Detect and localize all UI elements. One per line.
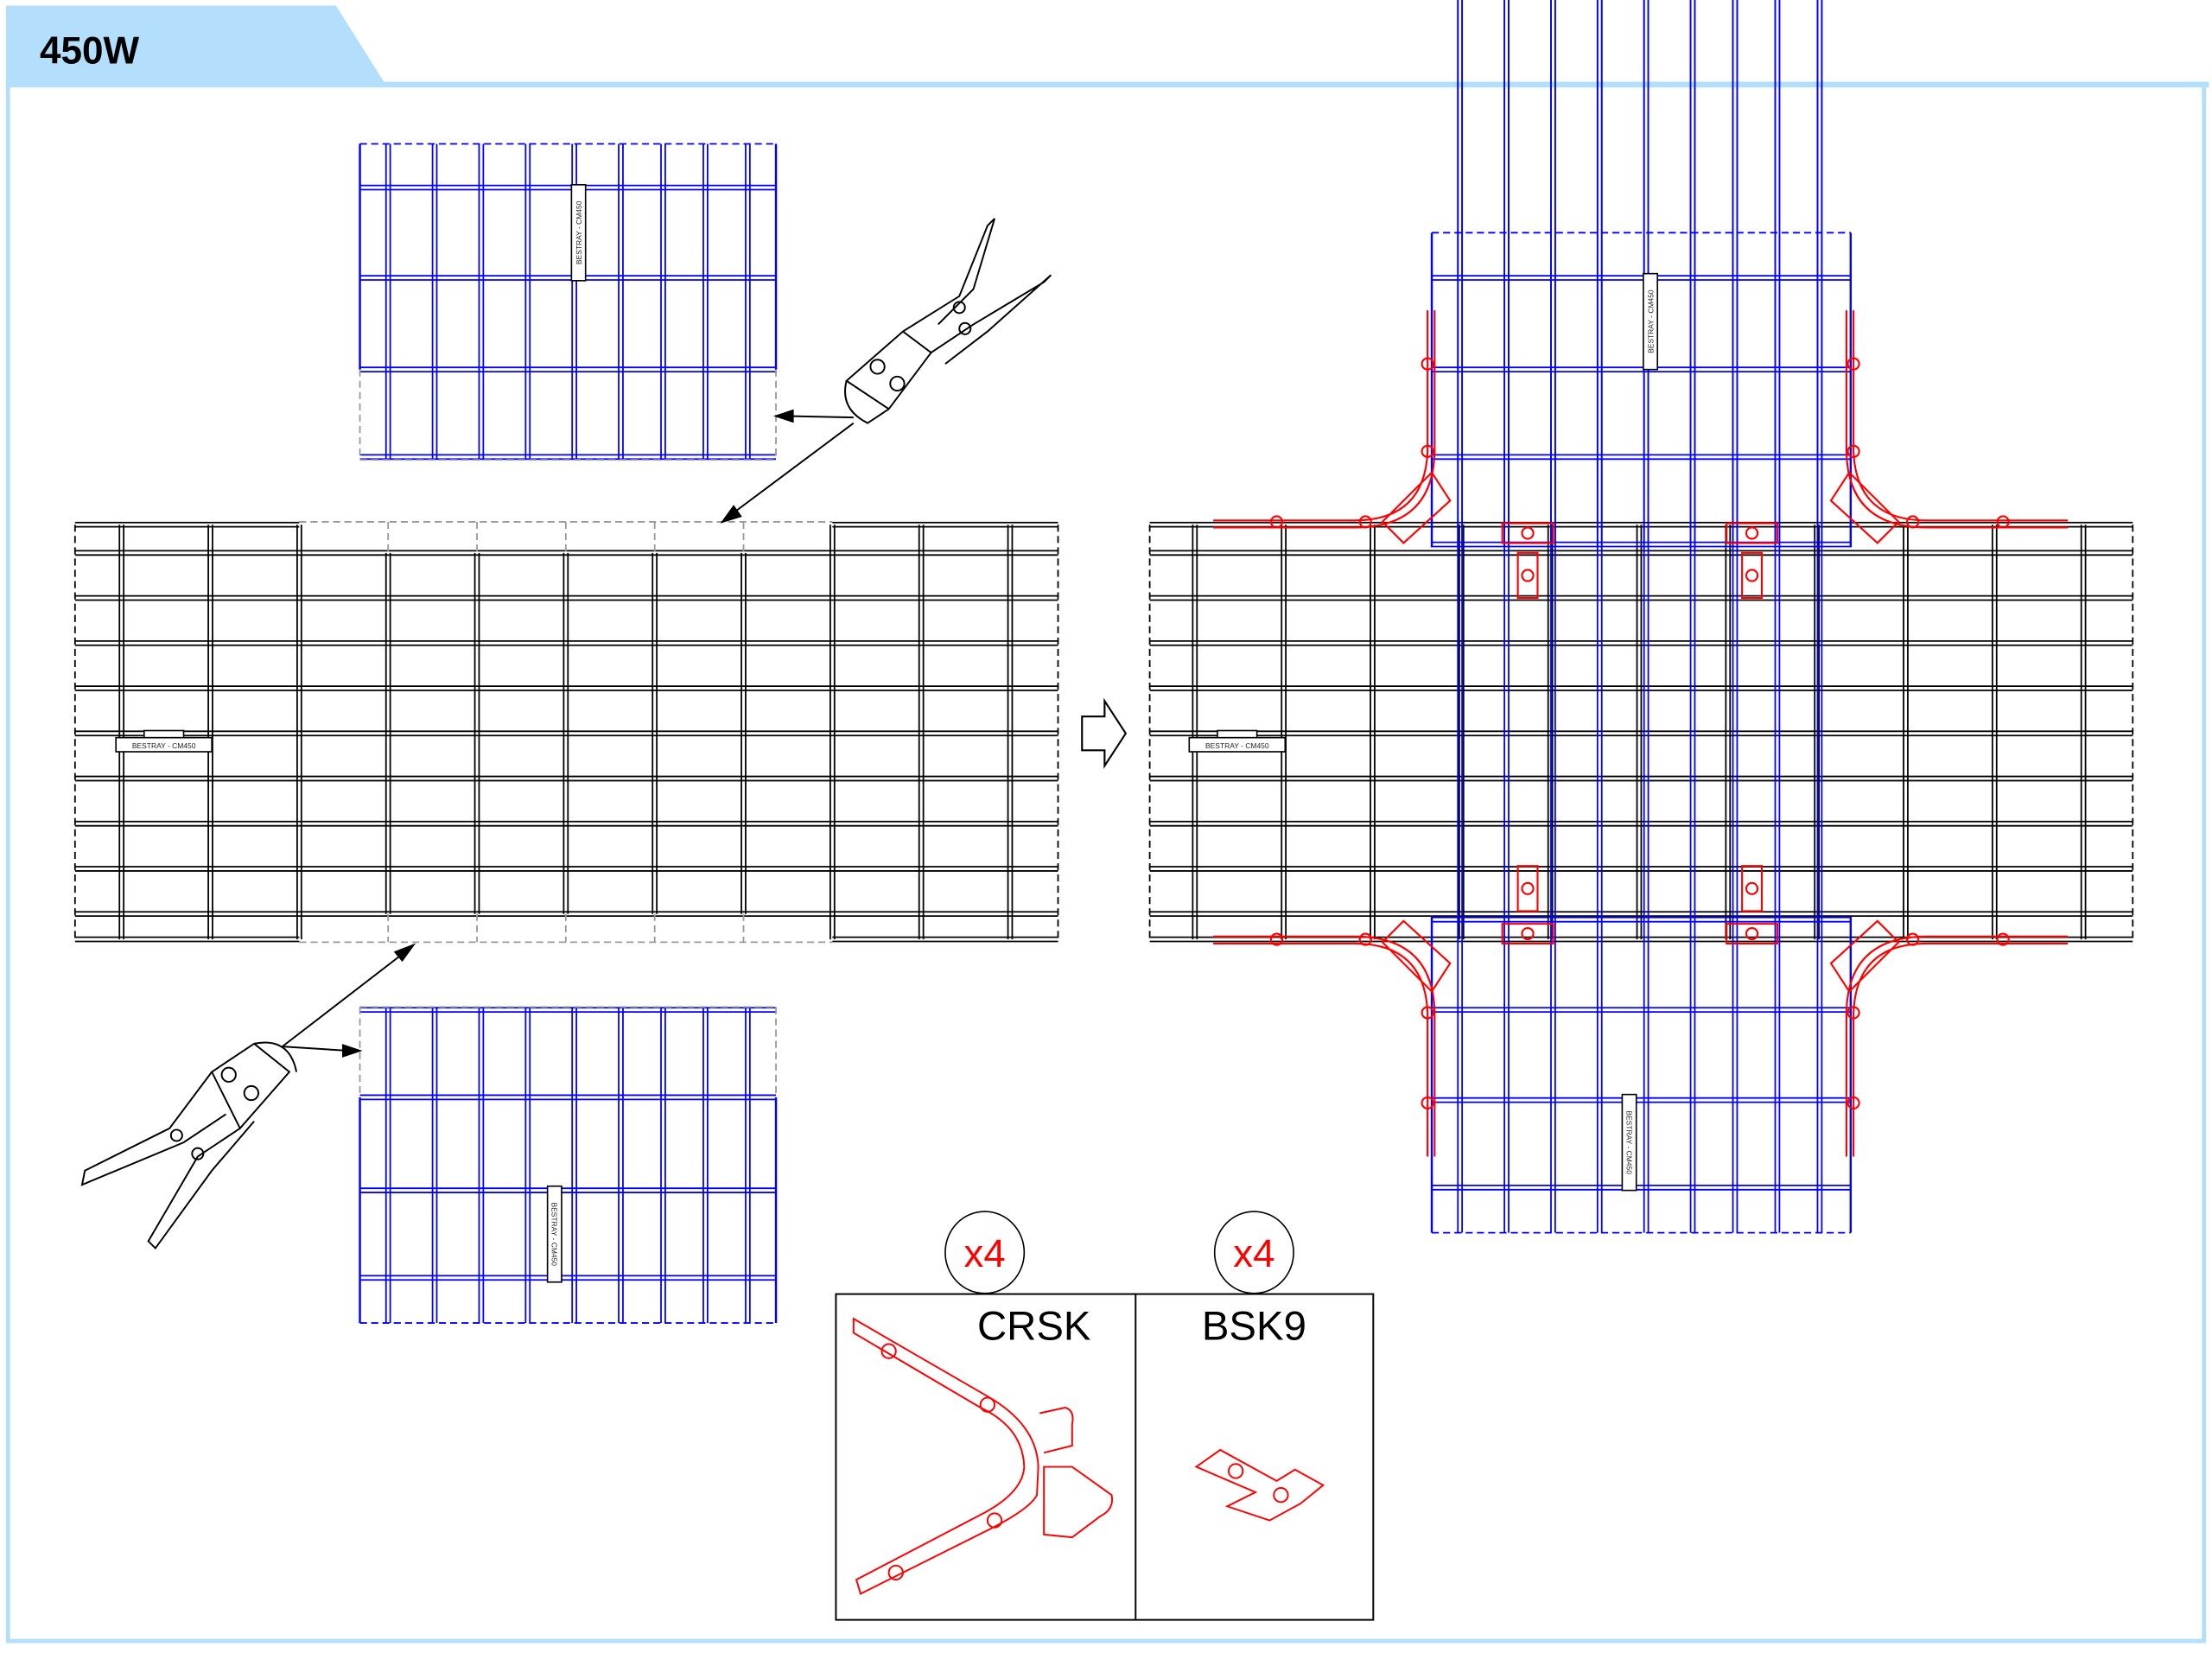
right-arrow-icon xyxy=(1081,697,1128,769)
right-tray-cross-assembled xyxy=(1148,521,2134,943)
svg-text:BESTRAY - CM450: BESTRAY - CM450 xyxy=(1646,289,1655,353)
top-cut-piece xyxy=(359,143,778,461)
fittings xyxy=(1213,310,2069,1157)
bsk9-clip xyxy=(1501,522,1554,544)
tray-label-right-top: BESTRAY - CM450 xyxy=(1643,272,1659,371)
crsk-bolt xyxy=(1996,515,2010,529)
crsk-bolt xyxy=(1269,932,1284,946)
crsk-bolt xyxy=(1421,357,1434,371)
crsk-bolt xyxy=(1269,515,1284,529)
tray-label-bottom-piece: BESTRAY - CM450 xyxy=(546,1185,563,1283)
bsk9-quantity: x4 xyxy=(1233,1231,1274,1275)
tray-label-right: BESTRAY - CM450 xyxy=(1188,729,1287,753)
svg-text:BESTRAY - CM450: BESTRAY - CM450 xyxy=(1624,1110,1633,1174)
bsk9-label: BSK9 xyxy=(1202,1304,1306,1350)
quantity-circle xyxy=(944,1211,1026,1294)
crsk-bolt xyxy=(1906,515,1920,529)
bsk9-fitting-icon xyxy=(1194,1448,1325,1522)
header-tab xyxy=(5,5,2209,88)
bsk9-clip xyxy=(1516,551,1539,600)
diagram-frame xyxy=(5,81,2207,1643)
crsk-bolt xyxy=(1421,444,1434,458)
bsk9-clip xyxy=(1726,522,1779,544)
tray-label-left: BESTRAY - CM450 xyxy=(115,729,213,753)
crsk-bolt xyxy=(1906,932,1920,946)
pointer-arrows xyxy=(282,409,855,1058)
crsk-bolt xyxy=(1996,932,2010,946)
tray-label-top-piece: BESTRAY - CM450 xyxy=(570,184,587,282)
tray-label-right-bottom: BESTRAY - CM450 xyxy=(1621,1093,1637,1192)
crsk-fitting xyxy=(1213,919,1452,1157)
left-tray-before-cut xyxy=(73,521,1059,944)
crsk-fitting xyxy=(1829,310,2069,544)
crsk-fitting-icon xyxy=(852,1317,1114,1595)
bsk9-clip xyxy=(1741,865,1764,912)
bolt-cutter-icon xyxy=(844,218,1052,424)
crsk-bolt xyxy=(1421,1006,1434,1020)
crsk-bolt xyxy=(1847,444,1860,458)
bsk9-clip xyxy=(1726,923,1779,945)
svg-text:BESTRAY - CM450: BESTRAY - CM450 xyxy=(550,1202,559,1266)
crsk-bolt xyxy=(1358,515,1372,529)
svg-text:BESTRAY - CM450: BESTRAY - CM450 xyxy=(132,741,196,750)
crsk-bolt xyxy=(1421,1096,1434,1109)
bsk9-clip xyxy=(1516,865,1539,912)
crsk-quantity: x4 xyxy=(963,1231,1005,1275)
right-bottom-branch xyxy=(1430,0,1853,1234)
svg-text:BESTRAY - CM450: BESTRAY - CM450 xyxy=(1205,741,1269,750)
crsk-bolt xyxy=(1847,1096,1860,1109)
crsk-bolt xyxy=(1847,357,1860,371)
crsk-fitting xyxy=(1213,310,1452,544)
parts-table: x4 x4 CRSK BSK9 xyxy=(835,1211,1375,1621)
page-title: 450W xyxy=(40,29,140,72)
bsk9-clip xyxy=(1501,923,1554,945)
quantity-circle xyxy=(1213,1211,1294,1294)
crsk-bolt xyxy=(1358,932,1372,946)
bottom-cut-piece xyxy=(359,1006,778,1324)
bolt-cutter-icon xyxy=(80,1041,298,1250)
crsk-bolt xyxy=(1847,1006,1860,1020)
bsk9-clip xyxy=(1741,551,1764,600)
crsk-label: CRSK xyxy=(977,1304,1091,1350)
crsk-fitting xyxy=(1829,919,2069,1157)
svg-text:BESTRAY - CM450: BESTRAY - CM450 xyxy=(575,200,583,264)
